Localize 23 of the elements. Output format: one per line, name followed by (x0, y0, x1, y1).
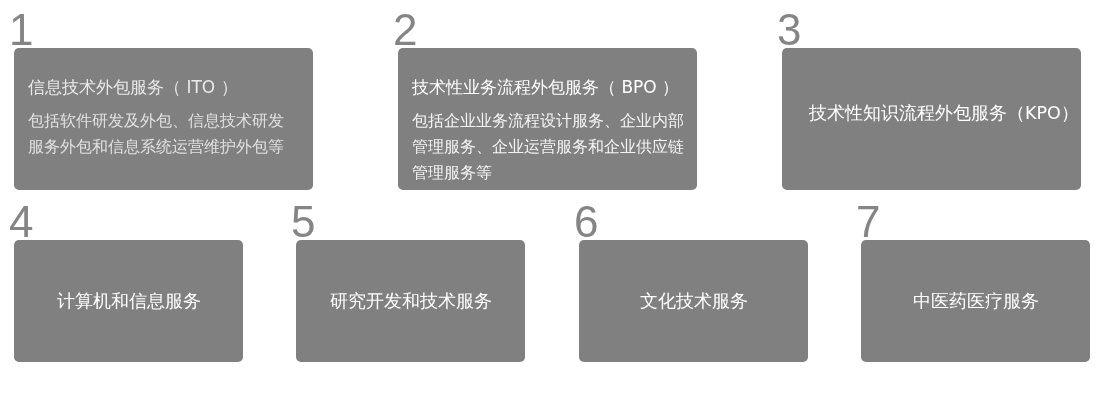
card-label: 文化技术服务 (639, 290, 748, 313)
step-number: 5 (291, 205, 316, 238)
step-number: 4 (9, 205, 34, 238)
card-title: 信息技术外包服务（ ITO ） (28, 76, 238, 99)
step-number: 3 (777, 13, 802, 46)
service-card (579, 240, 808, 362)
service-card (14, 48, 313, 190)
step-number: 1 (9, 13, 34, 46)
service-card (398, 48, 697, 190)
card-label: 计算机和信息服务 (56, 290, 201, 313)
step-number: 2 (393, 13, 418, 46)
card-description: 包括软件研发及外包、信息技术研发服务外包和信息系统运营维护外包等 (28, 110, 285, 158)
card-description: 包括企业业务流程设计服务、企业内部管理服务、企业运营服务和企业供应链管理服务等 (412, 110, 685, 184)
service-card (782, 48, 1081, 190)
step-number: 6 (574, 205, 599, 238)
card-title: 技术性业务流程外包服务（ BPO ） (412, 76, 680, 99)
card-label: 中医药医疗服务 (912, 290, 1039, 313)
service-card (861, 240, 1090, 362)
service-card (296, 240, 525, 362)
step-number: 7 (856, 205, 881, 238)
card-label: 研究开发和技术服务 (329, 290, 492, 313)
card-label: 技术性知识流程外包服务（KPO） (809, 102, 1079, 125)
service-card (14, 240, 243, 362)
